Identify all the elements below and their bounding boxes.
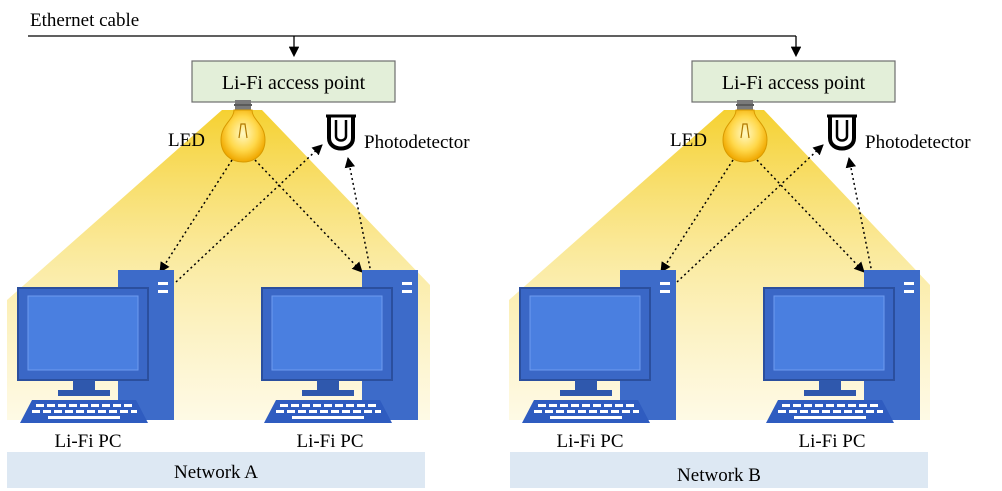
access-point-label: Li-Fi access point [722,72,866,94]
pc-label: Li-Fi PC [556,431,623,452]
pc-label: Li-Fi PC [798,431,865,452]
photodetector-label: Photodetector [865,132,971,153]
ethernet-cable-label: Ethernet cable [30,10,139,31]
desktop-computer-icon [261,269,419,424]
access-point-label: Li-Fi access point [222,72,366,94]
light-bulb-icon [220,99,266,163]
photodetector-icon [324,114,358,151]
light-bulb-icon [722,99,768,163]
access-point-box [691,60,896,103]
photodetector-label: Photodetector [364,132,470,153]
network-b: Li-Fi access point LED Photodetector Li-… [509,60,971,488]
optical-signal-paths [660,144,874,283]
optical-signal-paths [159,144,373,283]
network-label: Network B [677,465,761,486]
access-point-box [191,60,396,103]
led-label: LED [670,130,707,151]
network-bar [7,452,425,488]
pc-label: Li-Fi PC [296,431,363,452]
pc-label: Li-Fi PC [54,431,121,452]
photodetector-icon [825,114,859,151]
led-label: LED [168,130,205,151]
desktop-computer-icon [17,269,175,424]
desktop-computer-icon [763,269,921,424]
network-bar [510,452,928,488]
network-label: Network A [174,462,258,483]
network-a: Li-Fi access point LED Photodetector Li-… [7,60,470,488]
ethernet-cable [28,35,802,58]
desktop-computer-icon [519,269,677,424]
